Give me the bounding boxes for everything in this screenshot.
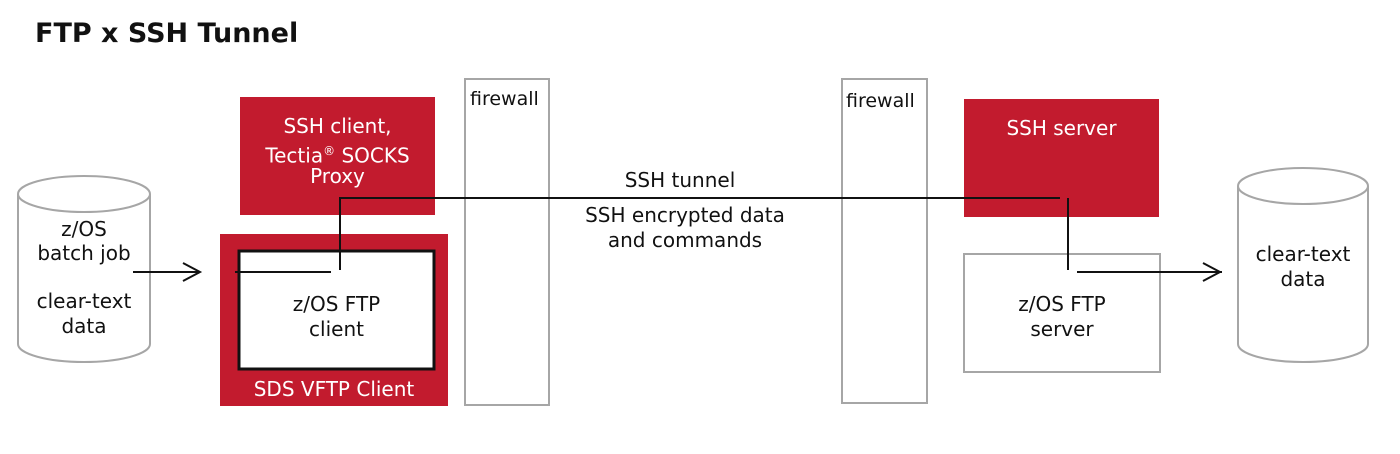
- firewall-right: [841, 78, 928, 404]
- ftp-client-inner-box: [237, 249, 436, 371]
- firewall-right-label: firewall: [846, 90, 915, 112]
- cylinder-left-label-3: clear-text: [36, 289, 132, 313]
- cylinder-right-label-1: clear-text: [1255, 242, 1351, 266]
- right-database-cylinder: [1237, 167, 1369, 363]
- ssh-client-tectia: Tectia: [265, 143, 324, 168]
- ftp-server-box: [963, 253, 1161, 373]
- left-database-cylinder: [17, 175, 151, 363]
- cylinder-right-label-2: data: [1280, 267, 1326, 291]
- cylinder-left-label-2: batch job: [37, 241, 131, 265]
- ssh-tunnel-line: [339, 197, 1060, 270]
- vftp-client-caption: SDS VFTP Client: [253, 377, 415, 401]
- ssh-client-label-3: Proxy: [310, 164, 365, 188]
- firewall-left-label: firewall: [470, 88, 539, 110]
- cylinder-left-label-1: z/OS: [61, 217, 107, 241]
- page-title: FTP x SSH Tunnel: [35, 18, 299, 49]
- ssh-client-label-1: SSH client,: [283, 114, 392, 138]
- ftp-server-label-1: z/OS FTP: [1018, 292, 1106, 316]
- batch-to-client-arrowhead: [182, 262, 203, 282]
- ssh-client-socks: SOCKS: [335, 143, 410, 168]
- tunnel-desc-label-2: and commands: [607, 228, 763, 252]
- connection-lines: [133, 197, 1223, 282]
- ftp-client-label-1: z/OS FTP: [292, 292, 381, 316]
- firewall-left: [464, 78, 550, 406]
- tunnel-desc-label-1: SSH encrypted data: [585, 203, 785, 227]
- server-to-data-arrowhead: [1202, 262, 1223, 282]
- cylinder-left-label-4: data: [61, 314, 107, 338]
- ssh-client-registered: ®: [323, 144, 336, 158]
- ssh-client-label-2: Tectia® SOCKS: [240, 138, 435, 170]
- ftp-client-label-2: client: [309, 317, 364, 341]
- ssh-client-box: [240, 97, 435, 215]
- ftp-server-label-2: server: [1030, 317, 1094, 341]
- ssh-tunnel-label: SSH tunnel: [624, 168, 736, 192]
- ssh-server-label: SSH server: [1006, 116, 1117, 140]
